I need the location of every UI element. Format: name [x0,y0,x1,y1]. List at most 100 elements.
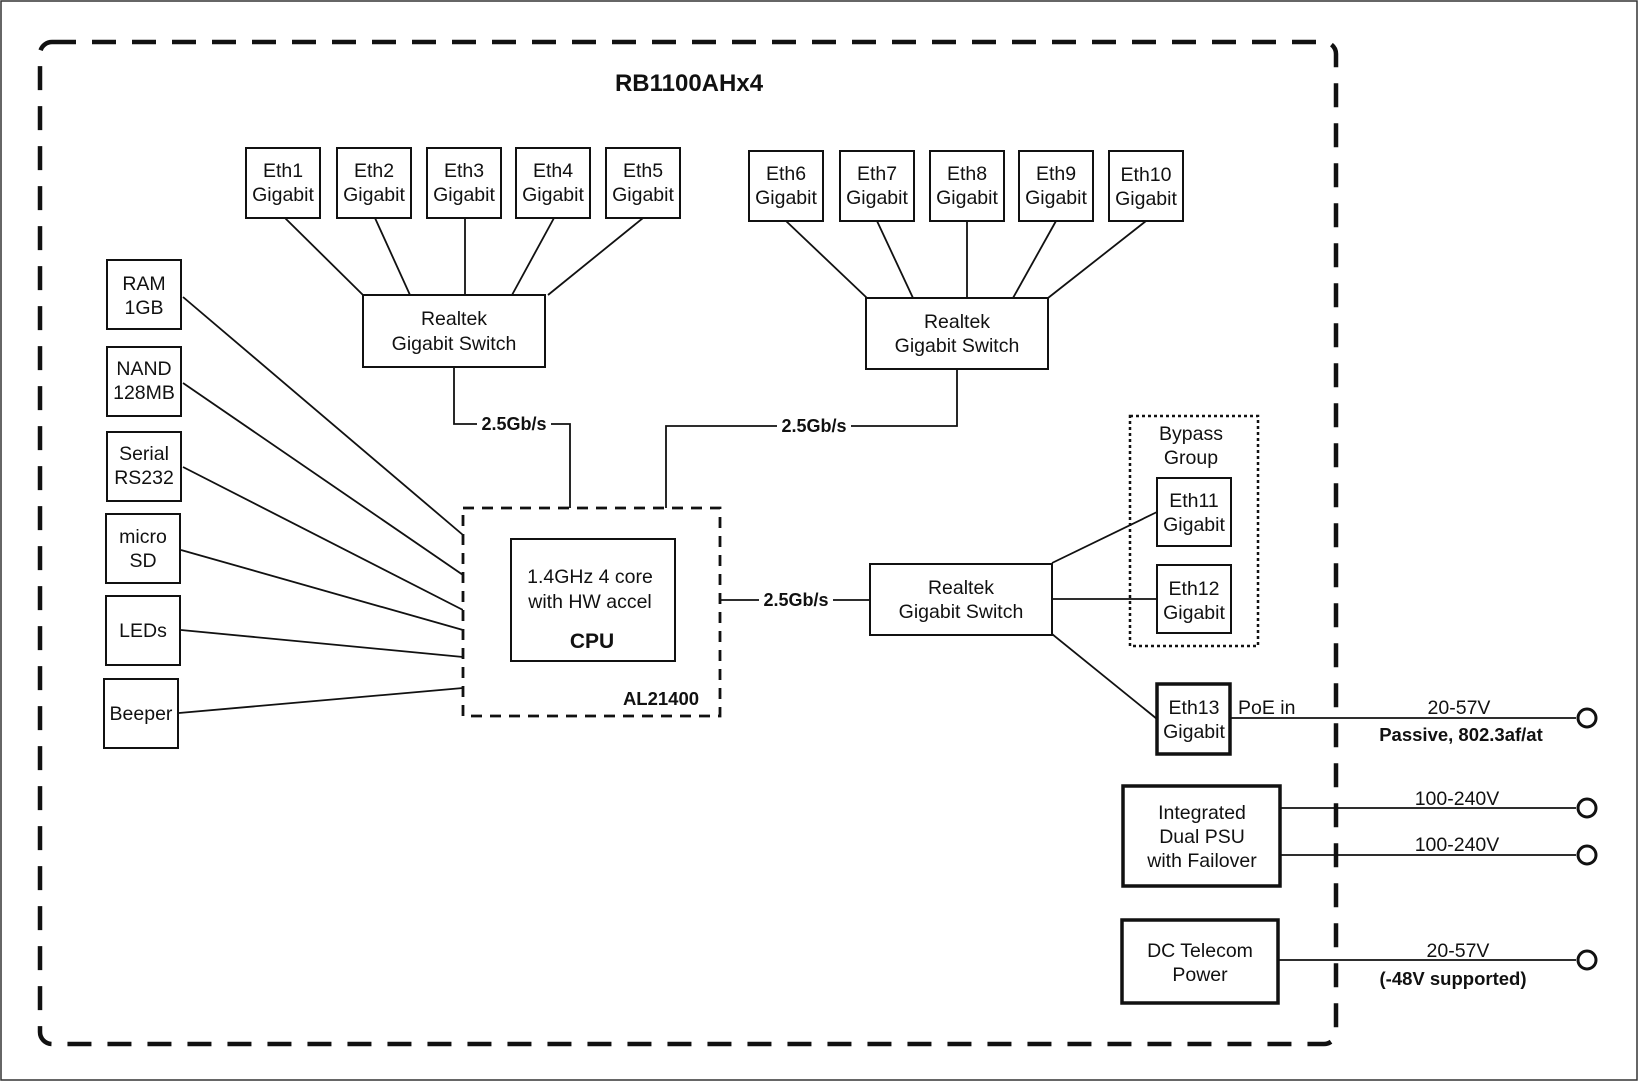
bypass-group-boundary [1128,414,1260,648]
port-eth11: Eth11 Gigabit [1156,477,1232,547]
link-eth1-switch1 [284,217,364,296]
peripheral-serial: Serial RS232 [106,431,182,502]
port-eth4-speed: Gigabit [522,184,584,206]
link-serial-cpu [182,466,464,611]
cpu-clock-text: 1.4GHz 4 core [527,566,653,588]
link-eth10-switch2 [1047,220,1147,299]
port-eth4-name: Eth4 [533,160,573,182]
link-eth9-switch2 [1012,220,1057,299]
peripheral-ram: RAM 1GB [106,259,182,330]
switch-right-vendor: Realtek [924,311,990,333]
peripheral-beeper: Beeper [103,678,179,749]
port-eth8: Eth8 Gigabit [929,150,1005,222]
port-eth6-speed: Gigabit [755,187,817,209]
port-eth13-name: Eth13 [1169,697,1220,719]
switch-bottom-type: Gigabit Switch [899,601,1024,623]
port-eth3: Eth3 Gigabit [426,147,502,219]
port-eth1-speed: Gigabit [252,184,314,206]
port-eth9: Eth9 Gigabit [1018,150,1094,222]
port-eth5: Eth5 Gigabit [605,147,681,219]
link-leds-cpu [180,629,464,658]
port-group-right: Eth6 Gigabit Eth7 Gigabit Eth8 Gigabit E… [748,150,1184,222]
psu-line2: Dual PSU [1159,826,1245,848]
port-eth2-name: Eth2 [354,160,394,182]
port-eth8-name: Eth8 [947,163,987,185]
speed-label-switch1: 2.5Gb/s [481,414,546,434]
peripheral-microsd-line2: SD [129,550,156,572]
terminal-psu-1 [1576,797,1598,819]
peripheral-ram-line2: 1GB [124,297,163,319]
link-eth4-switch1 [511,217,555,296]
cpu-core-box [510,538,676,662]
switch-right-type: Gigabit Switch [895,335,1020,357]
terminal-poe [1576,707,1598,729]
link-switch3-eth11 [1051,511,1158,564]
link-eth6-switch2 [785,220,868,299]
external-power-labels: 20-57V Passive, 802.3af/at 100-240V 100-… [1379,697,1543,989]
dc-note: (-48V supported) [1380,968,1527,989]
external-terminals [1576,707,1598,971]
link-eth5-switch1 [547,217,644,296]
peripheral-serial-line1: Serial [119,443,169,465]
port-eth7-speed: Gigabit [846,187,908,209]
bypass-group-title-line2: Group [1164,447,1218,469]
link-ram-cpu [182,296,464,536]
speed-label-switch2: 2.5Gb/s [781,416,846,436]
link-switch2-cpu [665,369,958,508]
port-eth1: Eth1 Gigabit [245,147,321,219]
link-switch3-eth13 [1051,633,1158,720]
cpu-label: CPU [570,630,614,653]
switch-left: Realtek Gigabit Switch [362,294,546,368]
port-group-left: Eth1 Gigabit Eth2 Gigabit Eth3 Gigabit E… [245,147,681,219]
port-eth5-name: Eth5 [623,160,663,182]
port-eth10: Eth10 Gigabit [1108,150,1184,222]
board-title: RB1100AHx4 [615,70,764,97]
poe-standard: Passive, 802.3af/at [1379,724,1543,745]
dc-line1: DC Telecom [1147,940,1253,962]
dc-voltage: 20-57V [1427,940,1490,962]
cpu-module: 1.4GHz 4 core with HW accel CPU AL21400 [461,506,722,718]
port-eth13: Eth13 Gigabit [1155,682,1232,756]
port-eth9-speed: Gigabit [1025,187,1087,209]
psu-block: Integrated Dual PSU with Failover [1121,784,1282,888]
peripheral-leds: LEDs [105,595,181,666]
link-eth2-switch1 [374,217,411,296]
switch-right: Realtek Gigabit Switch [865,297,1049,370]
port-eth6: Eth6 Gigabit [748,150,824,222]
psu-input2-voltage: 100-240V [1415,834,1500,856]
psu-input1-voltage: 100-240V [1415,788,1500,810]
port-eth5-speed: Gigabit [612,184,674,206]
port-eth11-speed: Gigabit [1163,514,1225,536]
port-eth2-speed: Gigabit [343,184,405,206]
peripheral-microsd: micro SD [105,513,181,584]
switch-left-vendor: Realtek [421,308,487,330]
peripheral-nand: NAND 128MB [106,346,182,417]
peripherals: RAM 1GB NAND 128MB Serial RS232 micro SD… [103,259,182,749]
poe-in-label: PoE in [1238,697,1295,719]
peripheral-beeper-label: Beeper [110,703,173,725]
speed-label-switch3: 2.5Gb/s [763,590,828,610]
bypass-group-title-line1: Bypass [1159,423,1223,445]
peripheral-nand-line1: NAND [116,358,171,380]
bypass-group: Bypass Group Eth11 Gigabit Eth12 Gigabit [1128,414,1260,648]
port-eth3-name: Eth3 [444,160,484,182]
link-microsd-cpu [180,549,464,631]
port-eth3-speed: Gigabit [433,184,495,206]
port-eth12-speed: Gigabit [1163,602,1225,624]
port-eth8-speed: Gigabit [936,187,998,209]
port-eth11-name: Eth11 [1169,490,1219,512]
peripheral-serial-line2: RS232 [114,467,174,489]
cpu-accel-text: with HW accel [527,591,652,613]
link-beeper-cpu [178,687,464,714]
port-eth10-name: Eth10 [1121,164,1172,186]
router-board-boundary [37,39,1339,1047]
poe-voltage: 20-57V [1428,697,1491,719]
peripheral-microsd-line1: micro [119,526,167,548]
speed-labels: 2.5Gb/s 2.5Gb/s 2.5Gb/s [477,413,851,611]
peripheral-ram-line1: RAM [122,273,165,295]
port-eth4: Eth4 Gigabit [515,147,591,219]
terminal-dc [1576,949,1598,971]
